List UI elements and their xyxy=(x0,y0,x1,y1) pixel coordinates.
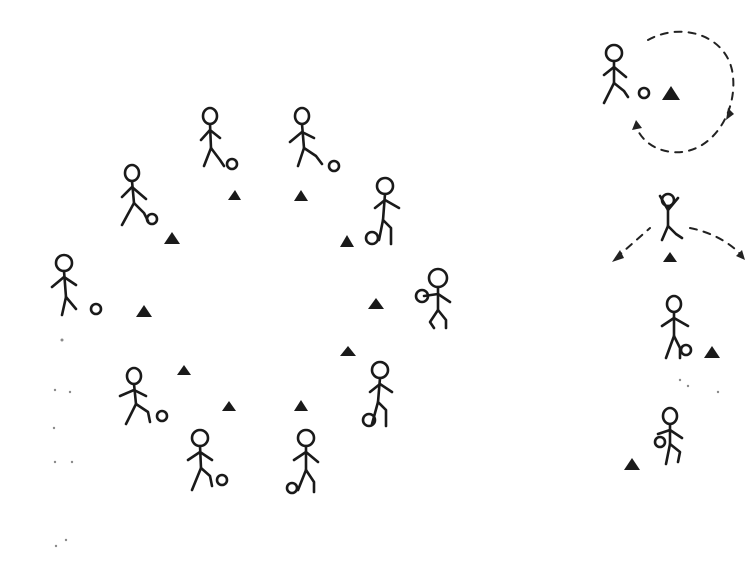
ball-icon xyxy=(329,161,339,171)
ball-icon xyxy=(655,437,665,447)
cone-icon xyxy=(704,346,720,358)
cone-icon xyxy=(663,252,677,262)
player-1 xyxy=(201,108,237,169)
player-9 xyxy=(188,430,227,490)
ball-icon xyxy=(681,345,691,355)
cone-icon xyxy=(228,190,241,200)
cone-icon xyxy=(222,401,236,411)
arrow-icon xyxy=(736,250,745,260)
cone-icon xyxy=(136,305,152,317)
player-8 xyxy=(363,362,392,426)
player-icon xyxy=(52,255,76,315)
player-5 xyxy=(52,255,101,315)
ball-icon xyxy=(366,232,378,244)
player-3 xyxy=(122,165,157,225)
player-10 xyxy=(287,430,318,493)
ball-icon xyxy=(639,88,649,98)
player-icon xyxy=(294,430,318,492)
arrow-icon xyxy=(726,108,734,120)
player-icon xyxy=(120,368,150,424)
arrow-icon xyxy=(632,120,642,130)
exit-arrow xyxy=(690,228,742,256)
ball-icon xyxy=(217,475,227,485)
cone-icon xyxy=(294,190,308,201)
cone-icon xyxy=(662,86,680,100)
scan-specks xyxy=(53,339,719,548)
player-icon xyxy=(604,45,628,103)
cone-icon xyxy=(294,400,308,411)
player-6 xyxy=(416,269,450,328)
right-drill-group xyxy=(604,32,745,470)
cone-icon xyxy=(164,232,180,244)
circular-arrow xyxy=(636,32,733,153)
ball-icon xyxy=(157,411,167,421)
arrow-icon xyxy=(612,250,624,262)
player-7 xyxy=(120,368,167,424)
ball-icon xyxy=(287,483,297,493)
player-11 xyxy=(604,45,649,103)
player-icon xyxy=(290,108,322,166)
player-icon xyxy=(660,194,682,240)
player-icon xyxy=(122,165,148,225)
player-icon xyxy=(201,108,224,166)
ball-icon xyxy=(147,214,157,224)
ball-icon xyxy=(227,159,237,169)
player-14 xyxy=(655,408,682,464)
cone-icon xyxy=(368,298,384,309)
cone-icon xyxy=(177,365,191,375)
player-2 xyxy=(290,108,339,171)
cone-icon xyxy=(624,458,640,470)
player-12 xyxy=(660,194,682,240)
left-drill-group xyxy=(52,108,719,547)
player-icon xyxy=(188,430,212,490)
player-13 xyxy=(662,296,691,358)
player-4 xyxy=(366,178,399,244)
player-icon xyxy=(662,296,688,358)
cone-icon xyxy=(340,235,354,247)
ball-icon xyxy=(91,304,101,314)
player-icon xyxy=(375,178,399,244)
cone-icon xyxy=(340,346,356,356)
